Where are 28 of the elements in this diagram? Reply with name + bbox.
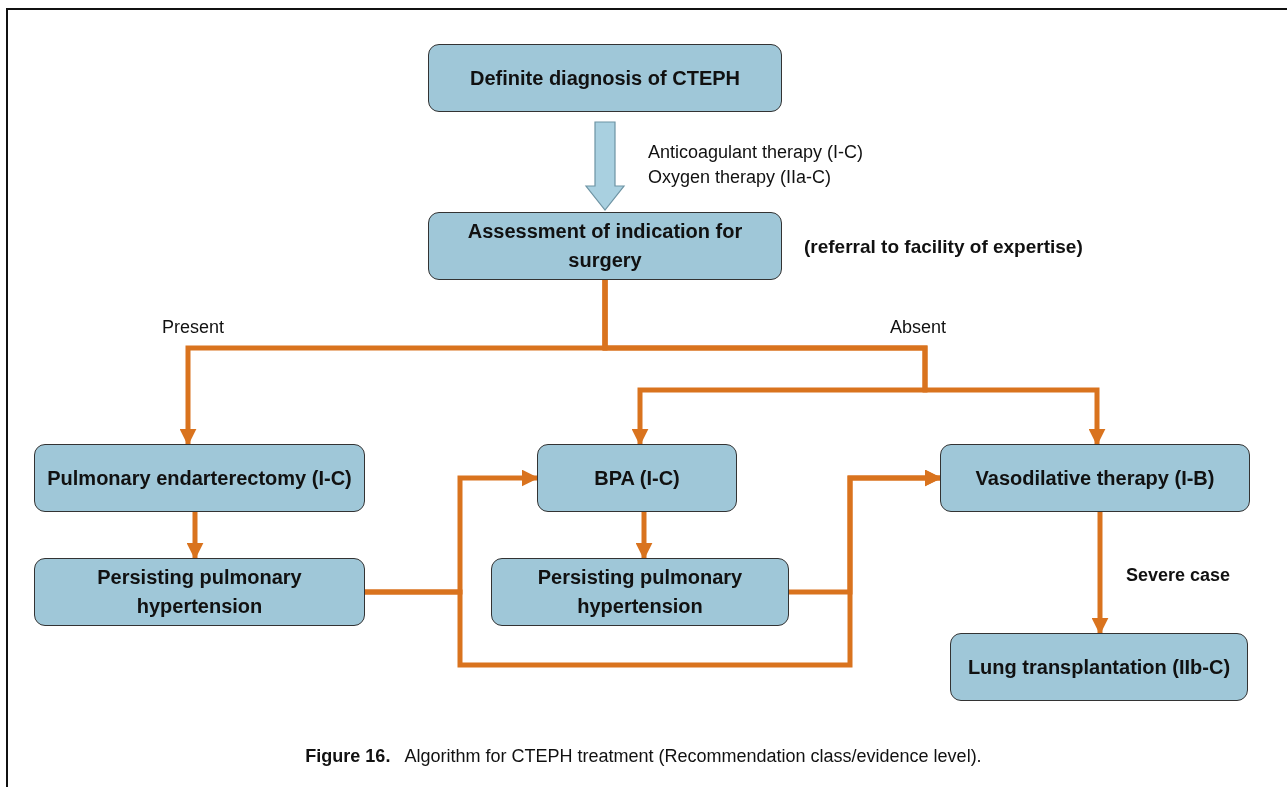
process-box xyxy=(34,558,365,626)
edge-label: Present xyxy=(162,316,225,339)
box-text: Pulmonary endarterectomy (I-C) xyxy=(47,465,352,491)
arrow xyxy=(1091,512,1109,635)
box-text: Definite diagnosis of CTEPH xyxy=(470,65,740,91)
process-box xyxy=(428,44,782,112)
box-text: Persisting pulmonary hypertension xyxy=(96,565,303,619)
box-text: Persisting pulmonary hypertension xyxy=(536,565,744,619)
process-box xyxy=(34,444,365,512)
box-text: BPA (I-C) xyxy=(594,465,680,491)
process-box xyxy=(491,558,789,626)
box-text: Lung transplantation (IIb-C) xyxy=(967,654,1231,680)
box-text: Vasodilative therapy (I-B) xyxy=(975,465,1215,491)
edge-label: Absent xyxy=(890,316,947,339)
edge-label: Anticoagulant therapy (I-C) Oxygen therapy (IIa-C) xyxy=(648,141,865,189)
block-arrow xyxy=(584,121,626,211)
arrow xyxy=(635,512,653,560)
figure-caption: Figure 16. Algorithm for CTEPH treatment (Recommendation class/evidence level). xyxy=(304,746,983,767)
box-text: Assessment of indication for surgery xyxy=(466,219,744,273)
process-box xyxy=(537,444,737,512)
edge-label: Severe case xyxy=(1126,564,1231,587)
process-box xyxy=(940,444,1250,512)
process-box xyxy=(428,212,782,280)
arrow xyxy=(789,469,942,595)
arrow xyxy=(602,280,1106,446)
process-box xyxy=(950,633,1248,701)
note-text: (referral to facility of expertise) xyxy=(804,236,1083,258)
arrow xyxy=(186,512,204,560)
